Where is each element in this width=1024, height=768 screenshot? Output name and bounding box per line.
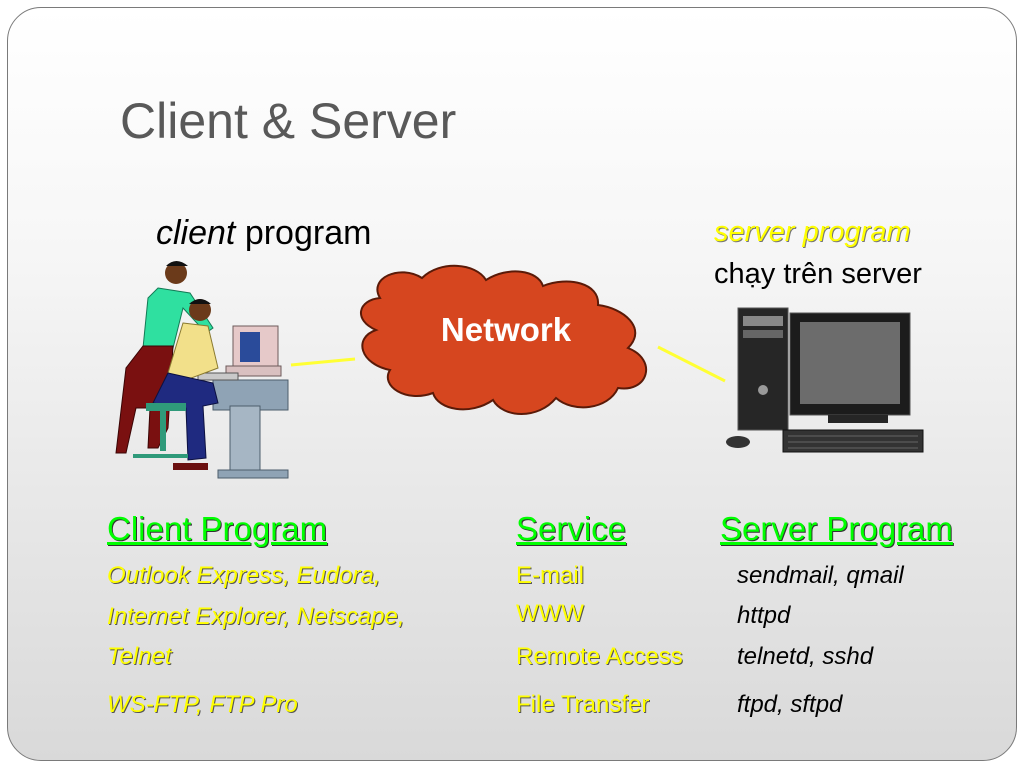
server-row-1: sendmail, qmail [737,562,904,589]
service-row-4: File Transfer [516,691,650,718]
server-row-3: telnetd, sshd [737,643,874,670]
client-caption-italic: client [156,214,236,252]
client-program-caption: client program [156,214,371,253]
header-server-program: Server Program [720,510,953,547]
network-diagram: Network [115,261,924,479]
network-cloud-icon: Network [359,264,648,415]
client-caption-normal: program [235,214,372,252]
network-label: Network [441,311,572,348]
client-row-1: Outlook Express, Eudora, [107,562,381,589]
slide-title: Client & Server [120,93,457,149]
service-row-3: Remote Access [516,643,683,670]
service-row-1: E-mail [516,562,585,589]
desktop-server-icon [726,307,924,453]
server-runs-caption: chạy trên server [714,258,922,290]
header-service: Service [516,510,627,547]
server-program-caption: server program [714,216,911,248]
client-link-line [290,357,356,367]
client-row-3: Telnet [107,643,172,670]
service-row-2: WWW [516,600,584,627]
client-row-2: Internet Explorer, Netscape, [107,603,405,630]
client-row-4: WS-FTP, FTP Pro [107,691,298,718]
server-row-4: ftpd, sftpd [737,691,843,718]
server-link-line [657,345,726,383]
header-client-program: Client Program [107,510,328,547]
slide: Client & Server client program server pr… [7,7,1017,761]
people-at-computer-icon [115,261,289,479]
server-row-2: httpd [737,602,791,629]
